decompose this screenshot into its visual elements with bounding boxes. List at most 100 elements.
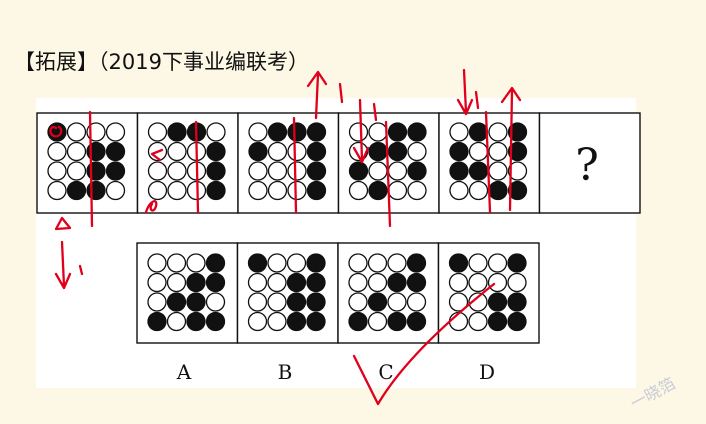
question-panel-3-circle-r3c3 [287,161,307,181]
option-panel-a-circle-r1c1 [147,253,167,273]
question-panel-4-circle-r4c2 [368,180,388,201]
question-panel-3-circle-r2c4 [306,141,327,162]
option-panel-d-circle-r4c2 [468,311,488,332]
question-panel-5-circle-r1c4 [507,122,528,142]
option-panel-d-circle-r3c2 [468,292,488,312]
question-panel-3-circle-r1c3 [287,122,307,142]
option-panel-d-circle-r4c3 [487,311,508,332]
option-panel-a-circle-r4c3 [186,311,206,332]
option-panel-d-circle-r4c4 [507,311,527,332]
option-panel-a-circle-r4c2 [166,311,187,332]
option-panel-d-circle-r3c4 [507,292,527,312]
question-panel-3-circle-r2c1 [248,141,268,162]
option-panel-c-circle-r1c1 [348,253,368,273]
question-panel-1-circle-r4c1 [47,180,67,201]
question-panel-2-circle-r4c1 [147,180,168,201]
option-panel-b-circle-r4c3 [286,311,307,332]
question-panel-3-circle-r3c1 [248,161,268,181]
option-panel-a-circle-r3c3 [186,292,206,312]
option-panel-b-circle-r4c4 [306,311,326,332]
question-panel-3-circle-r2c2 [267,141,288,162]
question-panel-1-circle-r2c1 [47,141,67,162]
question-panel-3-circle-r4c1 [248,180,268,201]
annotation-divider-stroke-1 [88,110,94,228]
question-panel-5-circle-r4c2 [468,180,489,201]
question-panel-5-circle-r3c1 [449,161,469,181]
question-panel-2-circle-r4c2 [167,180,187,201]
question-panel-2-circle-r3c4 [206,161,226,181]
question-panel-5-circle-r4c1 [449,180,469,201]
question-panel-5-circle-r3c4 [507,161,528,181]
question-cell-6 [538,112,641,214]
option-panel-c-circle-r4c3 [387,311,407,332]
question-panel-4-circle-r2c2 [368,141,388,162]
question-panel-1-circle-r3c4 [105,161,126,181]
annotation-divider-stroke-4 [384,120,392,228]
annotation-left-arrow [150,148,164,162]
question-panel-3-circle-r1c2 [267,122,288,142]
question-panel-4-circle-r4c1 [348,180,369,201]
option-panel-c-circle-r3c1 [348,292,368,312]
option-label-a: A [176,360,192,384]
option-panel-a-circle-r2c3 [186,272,206,293]
option-panel-b-circle-r2c4 [306,272,326,293]
option-panel-b-circle-r3c1 [247,292,268,312]
question-panel-5-circle-r1c1 [449,122,469,142]
option-panel-c-circle-r2c1 [348,272,368,293]
option-panel-d-circle-r2c2 [468,272,488,293]
question-panel-5-circle-r2c2 [468,141,489,162]
option-panel-c-circle-r4c4 [406,311,427,332]
option-panel-d-circle-r2c3 [487,272,508,293]
question-panel-5-circle-r4c3 [488,180,508,201]
option-panel-d-circle-r2c1 [448,272,469,293]
option-panel-a-circle-r3c2 [166,292,187,312]
option-panel-d-circle-r1c3 [487,253,508,273]
question-panel-4-circle-r3c4 [407,161,427,181]
option-panel-b-circle-r4c1 [247,311,268,332]
option-panel-a-circle-r4c4 [205,311,226,332]
question-panel-1-circle-r4c2 [66,180,87,201]
annotation-answer-check-mark [352,282,496,406]
question-panel-2-circle-r4c4 [206,180,226,201]
question-panel-2-circle-r3c2 [167,161,187,181]
question-panel-4-circle-r4c3 [387,180,408,201]
question-panel-5-circle-r1c3 [488,122,508,142]
annotation-tick-3 [372,102,378,122]
question-panel-2-circle-r1c4 [206,122,226,142]
question-panel-4-circle-r1c2 [368,122,388,142]
question-panel-1-circle-r1c2 [66,122,87,142]
annotation-tick-1 [78,264,84,276]
question-panel-5-circle-r3c2 [468,161,489,181]
question-panel-1-circle-r3c1 [47,161,67,181]
question-panel-5-circle-r4c4 [507,180,528,201]
question-panel-5-circle-r2c4 [507,141,528,162]
question-panel-1-circle-r3c2 [66,161,87,181]
option-panel-b-circle-r2c2 [267,272,287,293]
question-panel-3-circle-r3c4 [306,161,327,181]
question-panel-4-circle-r3c1 [348,161,369,181]
option-panel-a-circle-r2c2 [166,272,187,293]
question-panel-5-circle-r3c3 [488,161,508,181]
option-panel-b-circle-r2c1 [247,272,268,293]
option-panel-a-circle-r1c2 [166,253,187,273]
option-panel-a-circle-r1c4 [205,253,226,273]
annotation-divider-stroke-3 [292,116,298,214]
question-panel-4-circle-r3c3 [387,161,408,181]
question-panel-3-circle-r4c2 [267,180,288,201]
option-panel-b-circle-r3c3 [286,292,307,312]
option-panel-b-circle-r3c2 [267,292,287,312]
question-panel-1-circle-r4c4 [105,180,126,201]
annotation-down-arrow-2 [352,98,370,164]
option-panel-c-circle-r2c3 [387,272,407,293]
option-panel-c-circle-r1c3 [387,253,407,273]
option-panel-a-circle-r3c4 [205,292,226,312]
option-panel-c-circle-r3c4 [406,292,427,312]
question-panel-2-circle-r2c2 [167,141,187,162]
question-panel-1-circle-r4c3 [86,180,106,201]
question-panel-1-circle-r2c4 [105,141,126,162]
option-panel-d-circle-r3c3 [487,292,508,312]
question-panel-2-circle-r2c4 [206,141,226,162]
option-label-d: D [478,360,496,384]
option-label-b: B [277,360,293,384]
